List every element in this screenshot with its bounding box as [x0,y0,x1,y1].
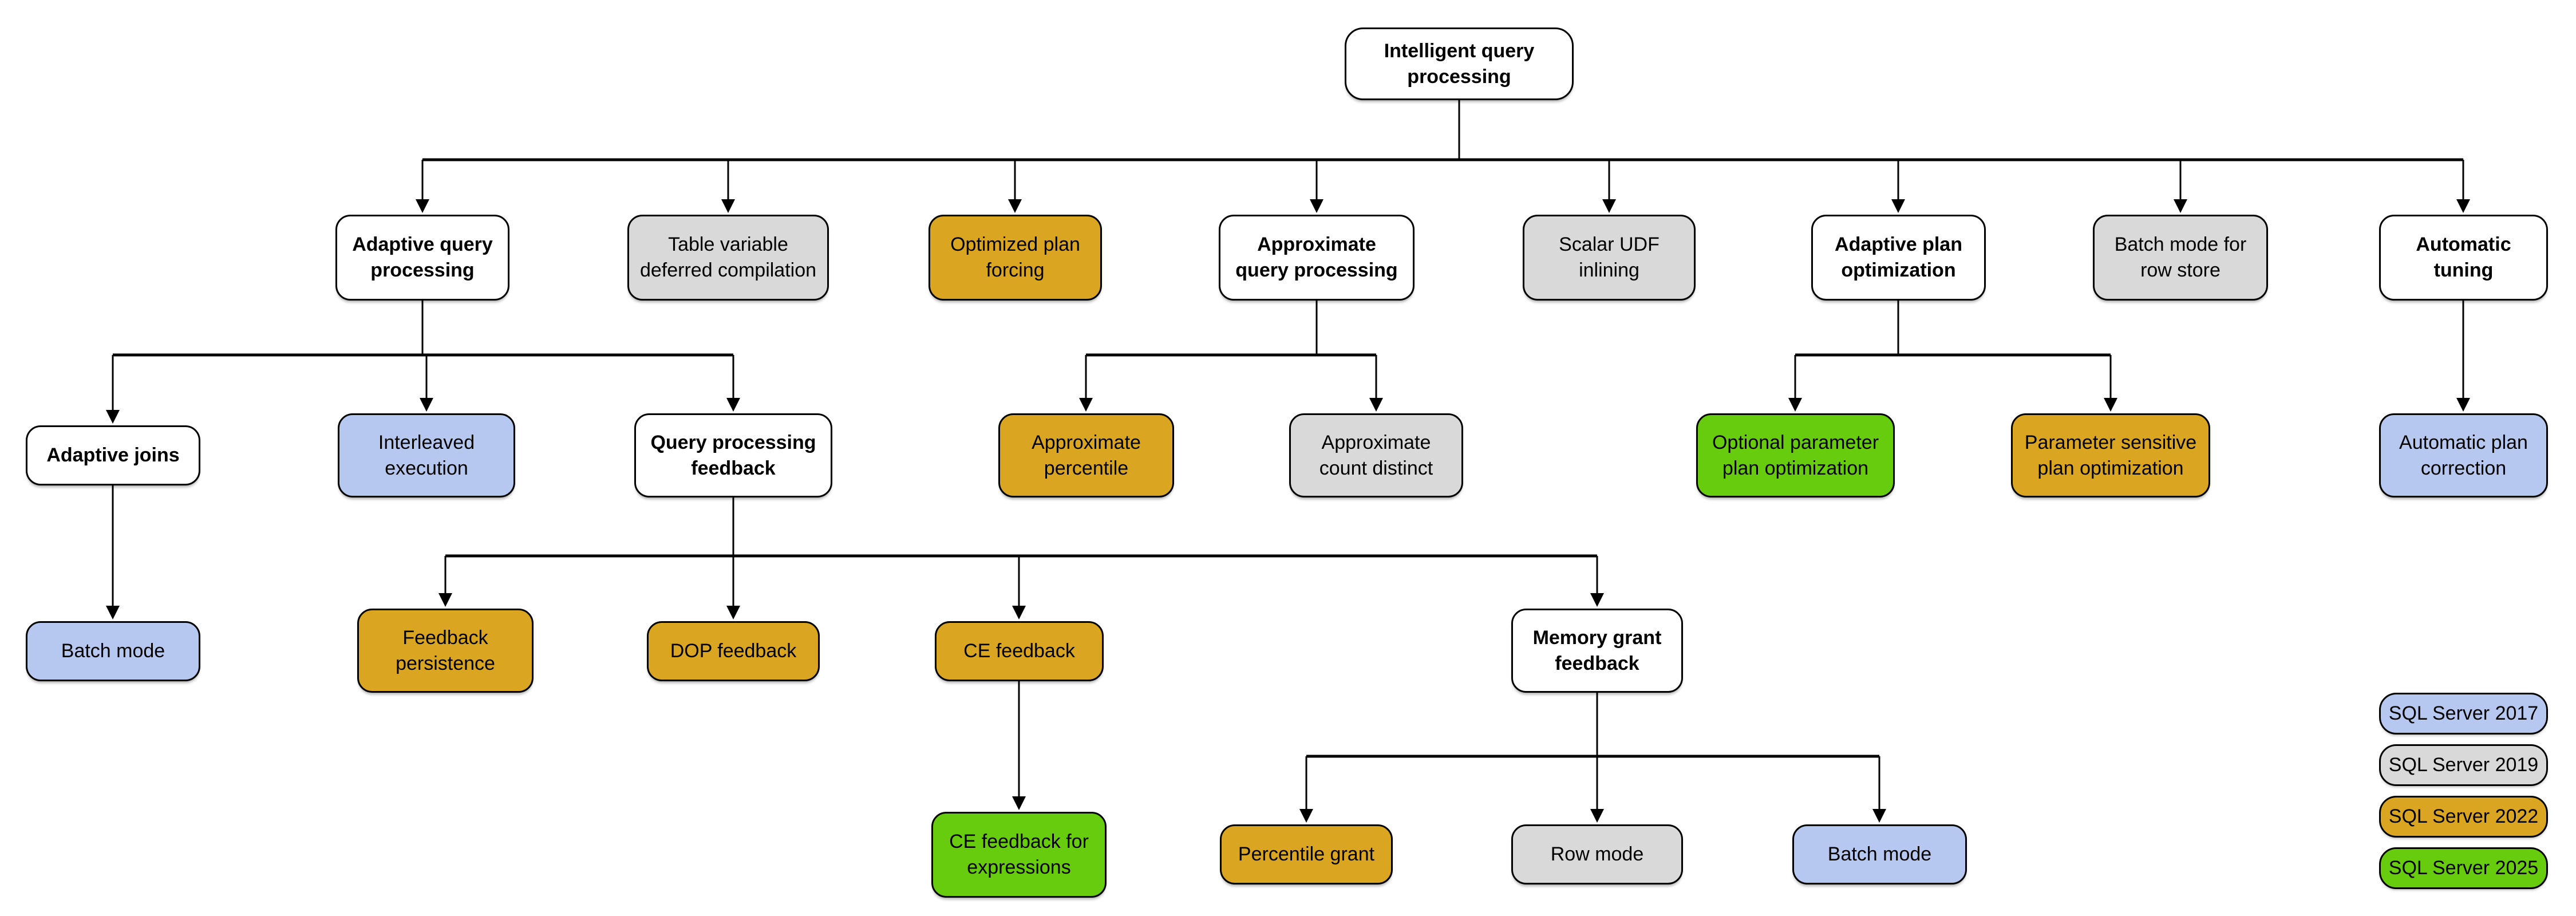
edges-memory-grant-feedback [1299,693,1886,823]
node-query-processing-feedback: Query processing feedback [634,413,832,498]
node-automatic-tuning: Automatic tuning [2379,215,2548,301]
node-parameter-sensitive-plan-optimization: Parameter sensitive plan optimization [2011,413,2210,498]
edges-query-processing-feedback [438,498,1604,619]
legend-sql-server-2025: SQL Server 2025 [2379,847,2548,889]
node-automatic-plan-correction: Automatic plan correction [2379,413,2548,498]
legend-sql-server-2017: SQL Server 2017 [2379,693,2548,735]
node-scalar-udf-inlining: Scalar UDF inlining [1523,215,1696,301]
legend-sql-server-2019: SQL Server 2019 [2379,744,2548,786]
node-feedback-persistence: Feedback persistence [357,609,534,693]
node-approximate-count-distinct: Approximate count distinct [1289,413,1463,498]
node-optional-parameter-plan-optimization: Optional parameter plan optimization [1696,413,1895,498]
node-interleaved-execution: Interleaved execution [338,413,515,498]
node-memory-grant-feedback: Memory grant feedback [1511,609,1683,693]
edges-adaptive-query-processing [106,301,740,424]
legend-sql-server-2022: SQL Server 2022 [2379,796,2548,838]
node-percentile-grant: Percentile grant [1220,824,1393,885]
node-row-mode: Row mode [1511,824,1683,885]
node-intelligent-query-processing: Intelligent query processing [1345,27,1574,100]
node-table-variable-deferred-compilation: Table variable deferred compilation [627,215,829,301]
node-adaptive-query-processing: Adaptive query processing [335,215,509,301]
node-optimized-plan-forcing: Optimized plan forcing [929,215,1102,301]
edges-adaptive-plan-optimization [1788,301,2117,412]
node-batch-mode-for-row-store: Batch mode for row store [2093,215,2268,301]
node-batch-mode-adaptive-joins: Batch mode [26,621,200,681]
node-ce-feedback: CE feedback [935,621,1104,681]
node-approximate-query-processing: Approximate query processing [1219,215,1415,301]
node-ce-feedback-for-expressions: CE feedback for expressions [931,812,1107,898]
node-dop-feedback: DOP feedback [647,621,820,681]
node-adaptive-plan-optimization: Adaptive plan optimization [1811,215,1986,301]
edges-approximate-query-processing [1079,301,1383,412]
edges-root [416,100,2470,213]
node-batch-mode-memory-grant: Batch mode [1792,824,1967,885]
node-approximate-percentile: Approximate percentile [998,413,1174,498]
node-adaptive-joins: Adaptive joins [26,425,200,485]
